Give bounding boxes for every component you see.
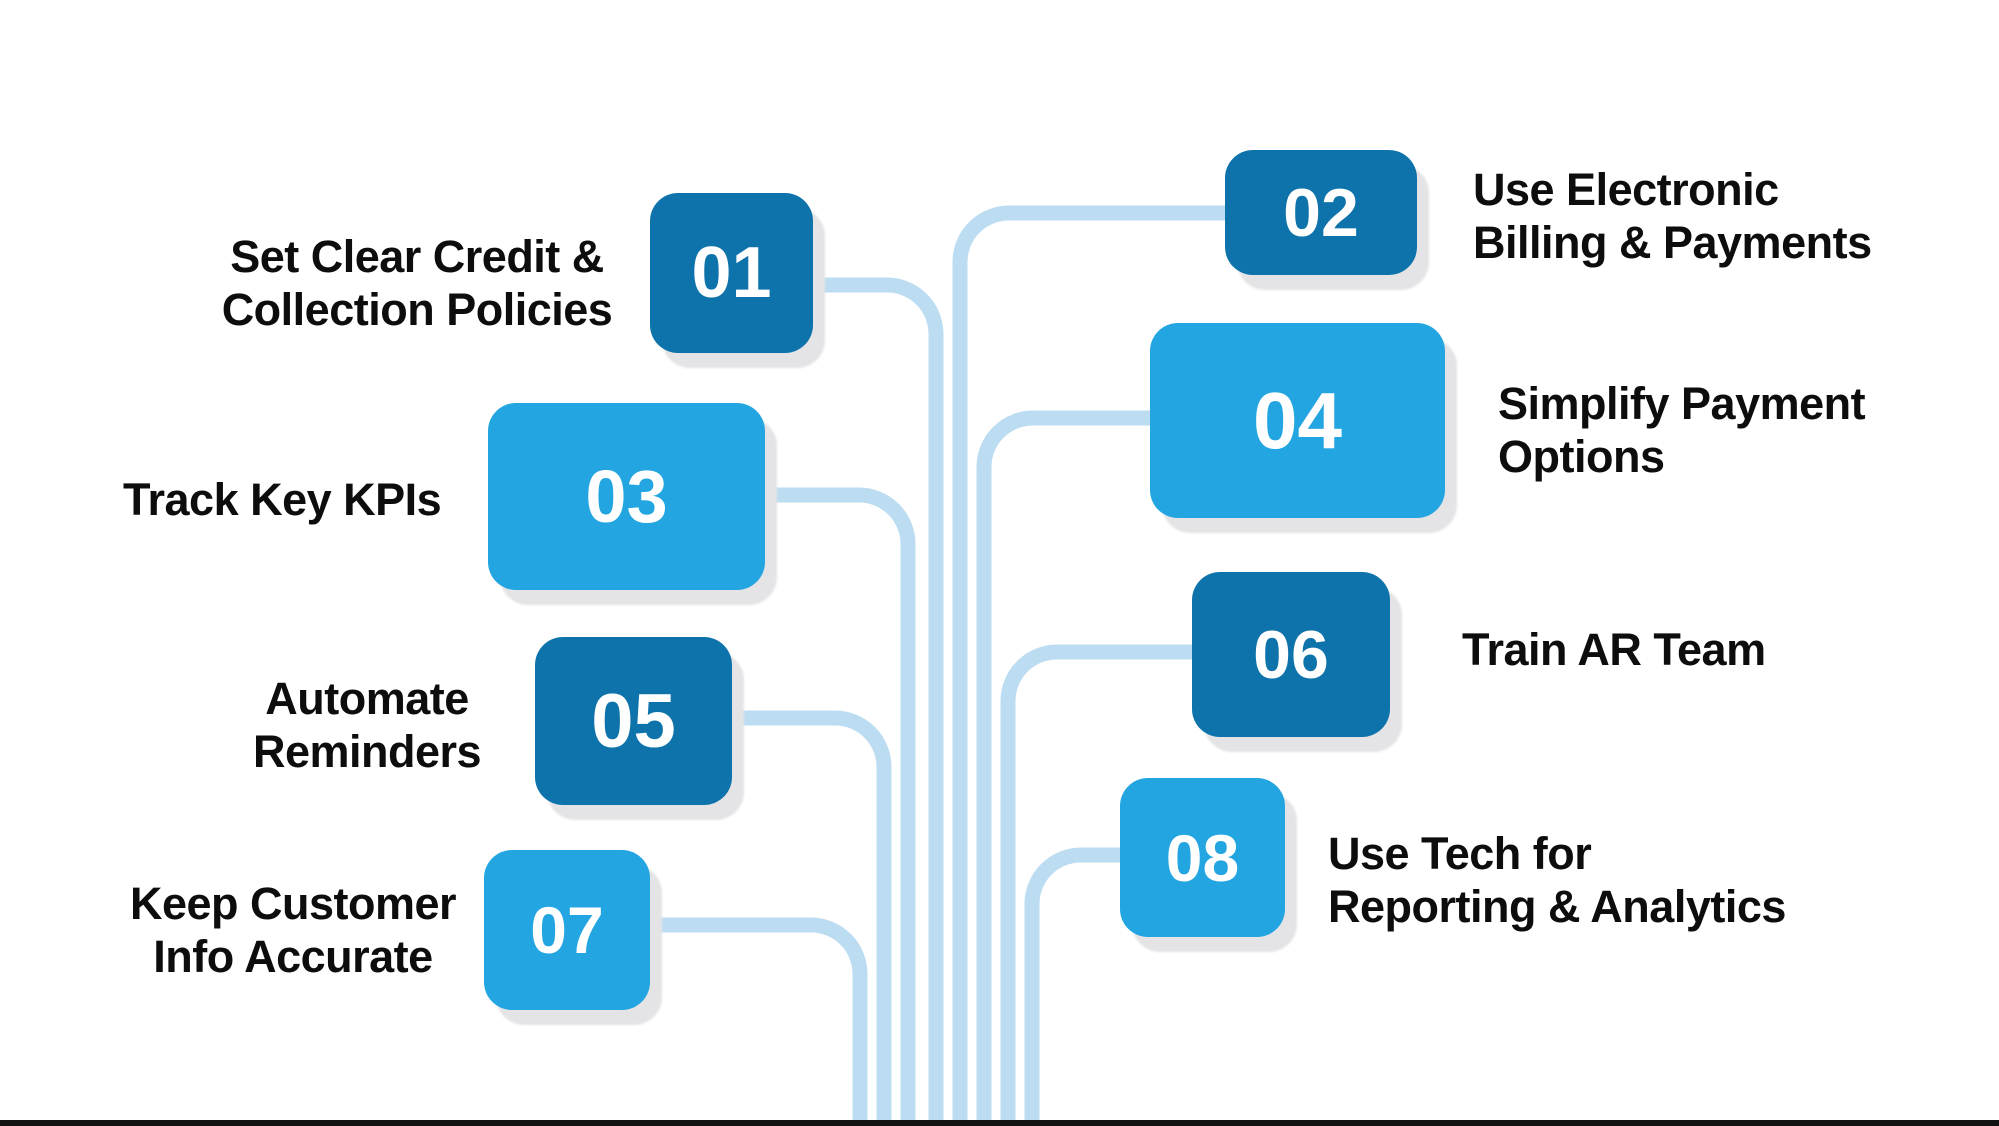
connector-step-06 xyxy=(1000,644,1195,1122)
step-number-05: 05 xyxy=(591,678,676,764)
step-box-06: 06 xyxy=(1192,572,1390,737)
step-box-02: 02 xyxy=(1225,150,1417,275)
step-label-05-line1: Automate xyxy=(265,673,469,724)
step-label-08-line1: Use Tech for xyxy=(1328,828,1592,879)
step-number-01: 01 xyxy=(691,233,772,313)
step-label-07-line2: Info Accurate xyxy=(153,931,433,983)
connector-step-05 xyxy=(728,710,892,1122)
step-box-07: 07 xyxy=(484,850,650,1010)
step-label-03-line1: Track Key KPIs xyxy=(123,474,442,525)
step-label-06-line1: Train AR Team xyxy=(1462,624,1766,675)
step-label-05-line2: Reminders xyxy=(252,726,482,778)
connector-step-01 xyxy=(810,277,944,1122)
step-label-07: Keep Customer Info Accurate xyxy=(73,877,513,983)
step-number-06: 06 xyxy=(1253,616,1329,693)
step-label-07-line1: Keep Customer xyxy=(129,878,457,929)
footer-bar xyxy=(0,1120,1999,1126)
step-number-02: 02 xyxy=(1283,174,1359,251)
step-label-08: Use Tech for Reporting & Analytics xyxy=(1328,827,1786,933)
step-box-01: 01 xyxy=(650,193,813,353)
step-label-04-line1: Simplify Payment xyxy=(1498,378,1866,429)
step-box-03: 03 xyxy=(488,403,765,590)
step-number-07: 07 xyxy=(530,893,604,967)
step-label-01-line1: Set Clear Credit & xyxy=(230,231,604,282)
step-label-04: Simplify Payment Options xyxy=(1498,377,1866,483)
connector-step-02 xyxy=(952,205,1228,1122)
connector-step-07 xyxy=(647,917,868,1122)
step-label-04-line2: Options xyxy=(1498,431,1665,483)
step-box-08: 08 xyxy=(1120,778,1285,937)
step-number-08: 08 xyxy=(1165,820,1240,895)
step-label-03: Track Key KPIs xyxy=(123,473,442,526)
step-label-01-line2: Collection Policies xyxy=(221,284,613,336)
step-label-02-line1: Use Electronic xyxy=(1473,164,1779,215)
step-box-04: 04 xyxy=(1150,323,1445,518)
step-label-02-line2: Billing & Payments xyxy=(1473,217,1872,269)
step-number-04: 04 xyxy=(1253,375,1342,465)
connector-step-04 xyxy=(976,410,1153,1122)
step-box-05: 05 xyxy=(535,637,732,805)
connector-step-03 xyxy=(762,487,916,1122)
step-label-05: Automate Reminders xyxy=(147,672,587,778)
step-label-01: Set Clear Credit & Collection Policies xyxy=(197,230,637,336)
step-label-02: Use Electronic Billing & Payments xyxy=(1473,163,1872,269)
step-number-03: 03 xyxy=(585,455,668,538)
connector-step-08 xyxy=(1024,847,1123,1122)
step-label-06: Train AR Team xyxy=(1462,623,1766,676)
step-label-08-line2: Reporting & Analytics xyxy=(1328,881,1786,933)
